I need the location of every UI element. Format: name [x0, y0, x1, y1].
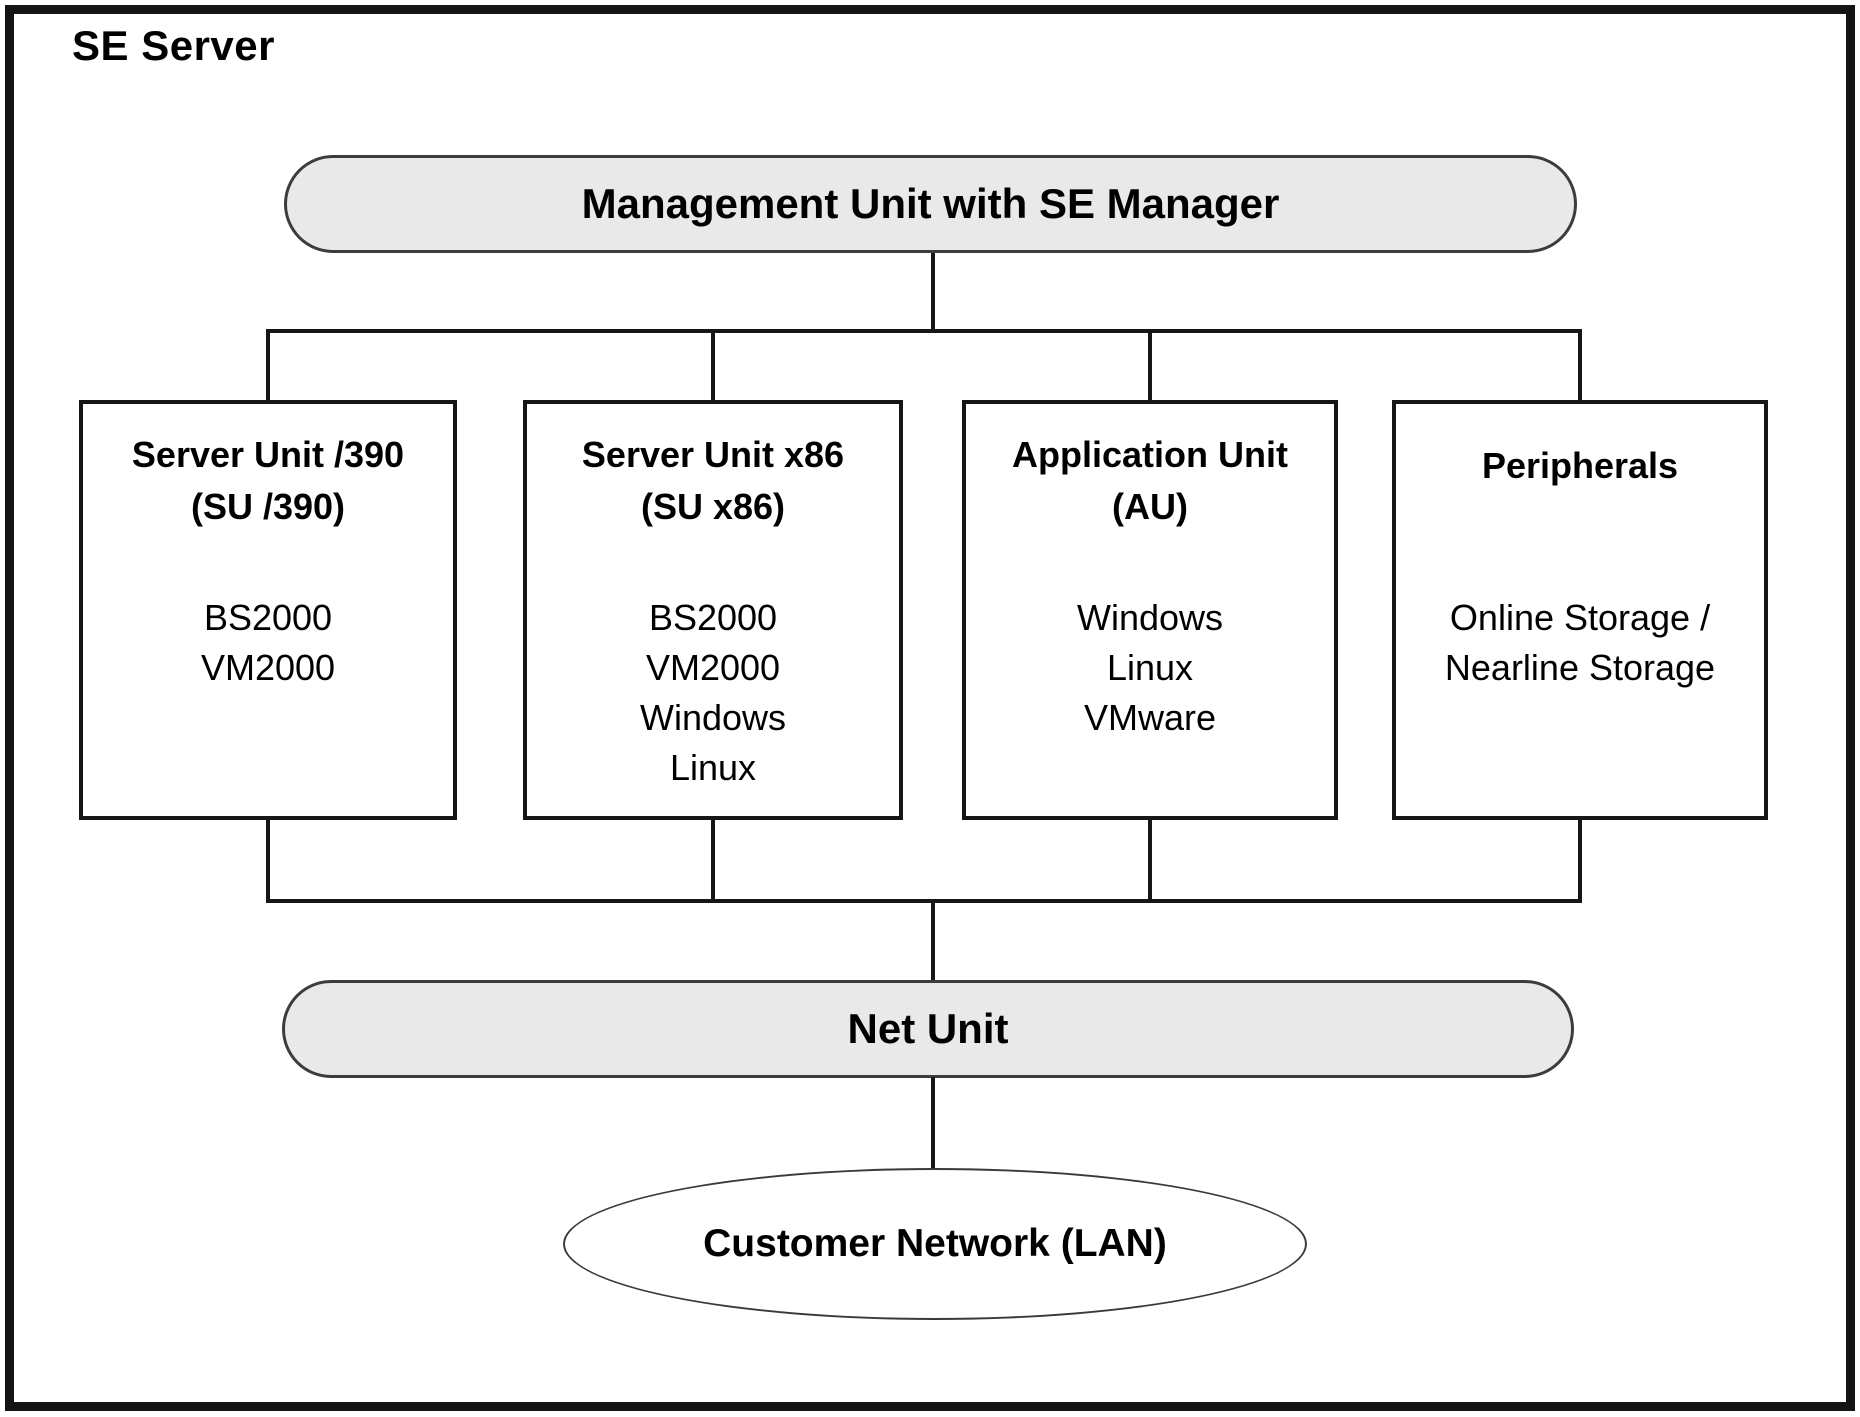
connector-line: [931, 899, 935, 980]
box-items: BS2000 VM2000: [83, 593, 453, 693]
connector-line: [266, 329, 270, 403]
box-item: Nearline Storage: [1444, 647, 1716, 688]
connector-line: [711, 329, 715, 403]
box-item: VM2000: [645, 647, 781, 688]
box-items: Online Storage / Nearline Storage: [1396, 593, 1764, 693]
box-item: BS2000: [648, 597, 778, 638]
connector-line: [266, 899, 1582, 903]
management-unit-label: Management Unit with SE Manager: [581, 180, 1280, 227]
connector-line: [1148, 820, 1152, 903]
connector-line: [1578, 329, 1582, 403]
box-items: BS2000 VM2000 Windows Linux: [527, 593, 899, 793]
connector-line: [711, 820, 715, 903]
server-unit-x86-box: Server Unit x86 (SU x86) BS2000 VM2000 W…: [523, 400, 903, 820]
management-unit-pill: Management Unit with SE Manager: [284, 155, 1577, 253]
connector-line: [266, 820, 270, 903]
peripherals-box: Peripherals Online Storage / Nearline St…: [1392, 400, 1768, 820]
box-items: Windows Linux VMware: [966, 593, 1334, 743]
box-title: Application Unit (AU): [966, 429, 1334, 533]
connector-line: [1578, 820, 1582, 903]
box-title-line: Server Unit /390: [131, 434, 405, 475]
connector-line: [266, 329, 1582, 333]
box-title-line: Server Unit x86: [581, 434, 845, 475]
frame-title: SE Server: [72, 22, 275, 69]
box-title: Server Unit x86 (SU x86): [527, 429, 899, 533]
box-item: Windows: [1076, 597, 1224, 638]
connector-line: [931, 253, 935, 331]
box-item: BS2000: [203, 597, 333, 638]
box-title: Peripherals: [1396, 440, 1764, 492]
box-item: Windows: [639, 697, 787, 738]
box-item: Linux: [1106, 647, 1194, 688]
net-unit-label: Net Unit: [847, 1005, 1009, 1052]
box-title-line: (SU x86): [640, 486, 786, 527]
box-title-line: Peripherals: [1481, 445, 1679, 486]
box-title-line: (AU): [1112, 486, 1188, 527]
connector-line: [931, 1077, 935, 1170]
customer-network-ellipse: Customer Network (LAN): [563, 1168, 1307, 1320]
box-item: VMware: [1083, 697, 1217, 738]
box-title: Server Unit /390 (SU /390): [83, 429, 453, 533]
application-unit-box: Application Unit (AU) Windows Linux VMwa…: [962, 400, 1338, 820]
customer-network-label: Customer Network (LAN): [703, 1222, 1167, 1265]
box-item: Online Storage /: [1449, 597, 1711, 638]
box-item: VM2000: [200, 647, 336, 688]
connector-line: [1148, 329, 1152, 403]
box-title-line: (SU /390): [190, 486, 346, 527]
box-title-line: Application Unit: [1012, 434, 1288, 475]
server-unit-390-box: Server Unit /390 (SU /390) BS2000 VM2000: [79, 400, 457, 820]
net-unit-pill: Net Unit: [282, 980, 1574, 1078]
box-item: Linux: [669, 747, 757, 788]
